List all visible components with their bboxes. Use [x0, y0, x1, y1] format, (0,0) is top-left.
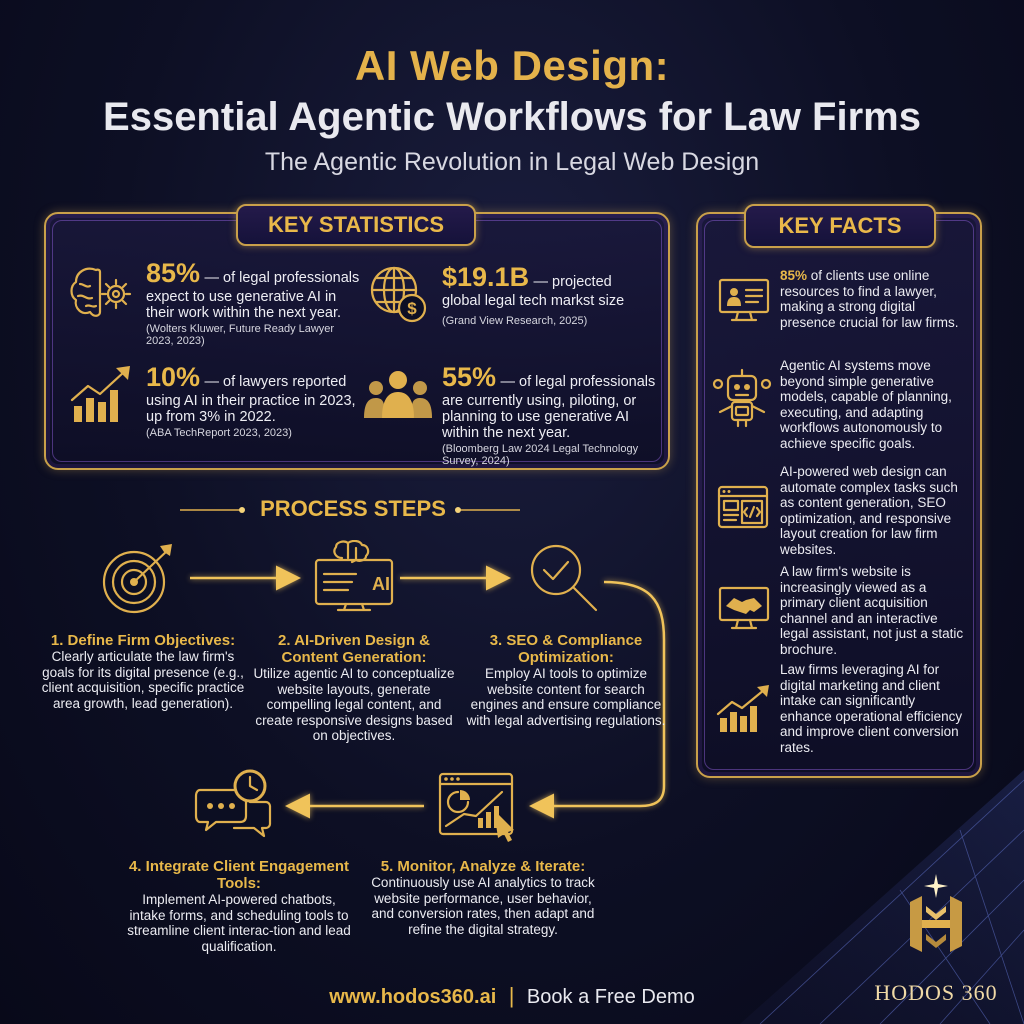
svg-text:$: $: [407, 299, 417, 318]
target-icon: [102, 544, 172, 614]
fact-text: of clients use online resources to find …: [780, 268, 959, 330]
key-statistics-panel: [44, 212, 670, 470]
stat-text: — of lawyers reported: [204, 374, 347, 390]
analytics-window-icon: [438, 772, 514, 842]
step-title: 3. SEO & Compliance Optimization:: [489, 632, 643, 666]
fact-item: AI-powered web design can automate compl…: [780, 464, 968, 557]
stat-text: global legal tech markst size: [442, 293, 625, 309]
book-demo-link[interactable]: Book a Free Demo: [526, 986, 695, 1008]
stat-value: 10%: [146, 362, 201, 392]
robot-icon: [712, 368, 772, 428]
brand-name: HODOS 360: [874, 980, 998, 1005]
stat-value: 55%: [442, 362, 497, 392]
fact-item: Agentic AI systems move beyond simple ge…: [780, 358, 968, 451]
corner-decoration: [740, 770, 1024, 1024]
monitor-person-icon: [718, 278, 770, 322]
fact-text: A law firm's website is increasingly vie…: [780, 564, 964, 657]
stat-text: — of legal professionals: [500, 374, 656, 390]
chat-clock-icon: [194, 769, 272, 838]
fact-highlight: 85%: [780, 268, 808, 283]
fact-text: Law firms leveraging AI for digital mark…: [780, 662, 963, 755]
stat-item: 10% — of lawyers reported using AI in th…: [146, 362, 362, 439]
svg-text:AI: AI: [372, 574, 390, 594]
handshake-monitor-icon: [718, 586, 770, 630]
process-step-2: 2. AI-Driven Design & Content Generation…: [248, 632, 460, 744]
stat-text: — projected: [533, 274, 612, 290]
magnifier-check-icon: [530, 544, 598, 612]
growth-chart-icon: [70, 366, 130, 422]
hodos-logo: [910, 874, 962, 952]
process-steps-heading: PROCESS STEPS: [260, 496, 446, 521]
growth-chart-icon: [716, 685, 769, 732]
fact-text: AI-powered web design can automate compl…: [780, 464, 958, 557]
stat-source: (ABA TechReport 2023, 2023): [146, 427, 292, 439]
page-title: AI Web Design:: [354, 42, 670, 89]
stat-item: $19.1B — projected global legal tech mar…: [442, 262, 658, 327]
step-description: Clearly articulate the law firm's goals …: [41, 649, 245, 711]
fact-item: 85% of clients use online resources to f…: [780, 268, 968, 330]
process-heading-ornament: [180, 507, 520, 513]
step-description: Implement AI-powered chatbots, intake fo…: [127, 892, 351, 954]
stat-item: 85% — of legal professionals expect to u…: [146, 258, 362, 347]
stat-source: (Grand View Research, 2025): [442, 315, 588, 327]
people-group-icon: [364, 371, 432, 418]
step-title: 2. AI-Driven Design & Content Generation…: [278, 632, 430, 666]
footer-separator: |: [508, 983, 515, 1008]
step-title: 5. Monitor, Analyze & Iterate:: [380, 858, 586, 875]
stat-text: are currently using, piloting, or planni…: [442, 393, 637, 441]
fact-item: Law firms leveraging AI for digital mark…: [780, 662, 968, 755]
stat-text: expect to use generative AI in their wor…: [146, 289, 342, 321]
fact-text: Agentic AI systems move beyond simple ge…: [780, 358, 952, 451]
step-title: 1. Define Firm Objectives:: [50, 632, 236, 649]
footer: www.hodos360.ai | Book a Free Demo: [0, 983, 1024, 1009]
stat-text: — of legal professionals: [204, 270, 360, 286]
process-step-5: 5. Monitor, Analyze & Iterate: Continuou…: [368, 858, 598, 937]
page-title-line2: Essential Agentic Workflows for Law Firm…: [103, 95, 921, 139]
key-facts-heading: KEY FACTS: [744, 204, 936, 248]
step-description: Continuously use AI analytics to track w…: [371, 875, 595, 937]
fact-item: A law firm's website is increasingly vie…: [780, 564, 968, 657]
stat-source: (Bloomberg Law 2024 Legal Technology Sur…: [442, 443, 639, 467]
step-description: Utilize agentic AI to conceptualize webs…: [253, 666, 455, 743]
stat-item: 55% — of legal professionals are current…: [442, 362, 656, 467]
process-step-3: 3. SEO & Compliance Optimization: Employ…: [462, 632, 670, 728]
key-statistics-heading: KEY STATISTICS: [236, 204, 476, 246]
process-step-4: 4. Integrate Client Engagement Tools: Im…: [126, 858, 352, 954]
key-facts-panel: [696, 212, 982, 778]
stat-source: (Wolters Kluwer, Future Ready Lawyer 202…: [146, 323, 335, 347]
globe-dollar-icon: $: [370, 266, 427, 323]
ai-monitor-icon: AI: [314, 540, 394, 612]
page-subtitle: The Agentic Revolution in Legal Web Desi…: [264, 148, 760, 176]
stat-value: 85%: [146, 258, 201, 288]
step-description: Employ AI tools to optimize website cont…: [466, 666, 666, 728]
code-window-icon: [717, 485, 769, 529]
step-title: 4. Integrate Client Engagement Tools:: [128, 858, 350, 892]
stat-value: $19.1B: [442, 262, 530, 292]
website-link[interactable]: www.hodos360.ai: [329, 986, 497, 1008]
brain-gear-icon: [70, 267, 132, 317]
stat-text: using AI in their practice in 2023, up f…: [146, 393, 356, 425]
process-flow-arrows: [190, 565, 666, 819]
process-step-1: 1. Define Firm Objectives: Clearly artic…: [40, 632, 246, 711]
